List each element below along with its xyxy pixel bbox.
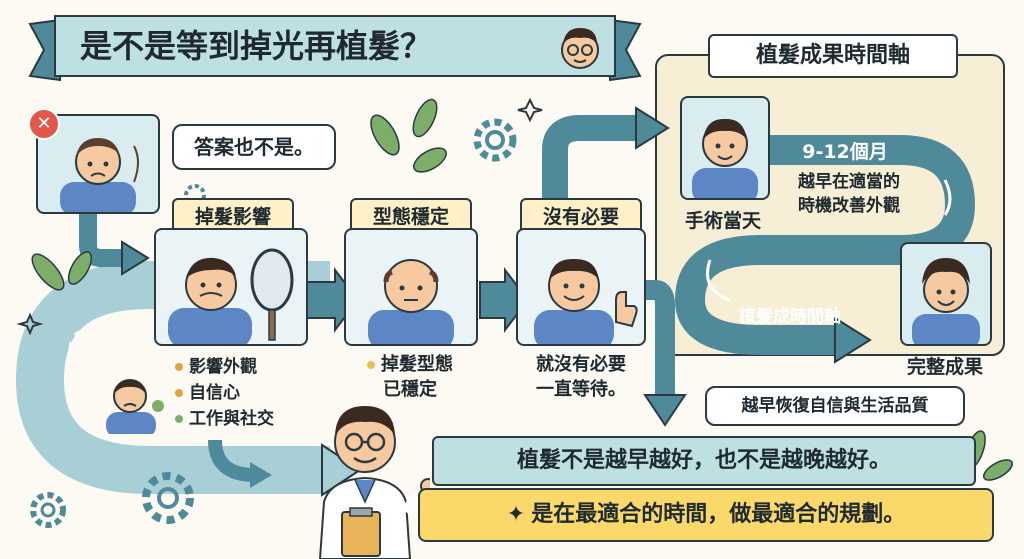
glasses-man-avatar xyxy=(561,28,599,69)
early-text-line-2: 時機改善外觀 xyxy=(798,196,900,216)
clipboard-icon xyxy=(341,511,381,557)
months-label: 9-12個月 xyxy=(802,141,888,163)
stage-3-text: 就沒有必要 一直等待。 xyxy=(516,352,646,402)
page-title: 是不是等到掉光再植髮？ xyxy=(80,27,433,65)
surgery-day-label: 手術當天 xyxy=(684,210,761,232)
leaf-icon xyxy=(31,98,1014,481)
gear-icon xyxy=(473,118,517,162)
title-ribbon xyxy=(54,15,616,77)
conclusion-banner-1: 植髮不是越早越好，也不是越晚越好。 xyxy=(432,436,976,486)
stage-3-line-2: 一直等待。 xyxy=(536,379,626,400)
surgery-day-portrait xyxy=(680,96,770,200)
confidence-bubble: 越早恢復自信與生活品質 xyxy=(705,386,965,426)
stage-2-illustration xyxy=(344,228,478,346)
gear-icon xyxy=(30,492,66,528)
stage-3-illustration xyxy=(516,228,646,346)
early-text-line-1: 越早在適當的 xyxy=(798,172,900,192)
stage-1-bullet-1: 影響外觀 xyxy=(175,352,257,377)
sad-man-avatar xyxy=(106,379,164,434)
stage-2-line-2: 已穩定 xyxy=(383,379,437,400)
gear-icon xyxy=(142,472,194,524)
doctor-illustration xyxy=(318,406,430,559)
rise-arrow xyxy=(542,115,640,250)
thumbs-up-icon xyxy=(615,291,638,328)
sparkle-icon: ✦ xyxy=(506,502,526,527)
mirror-icon xyxy=(250,248,294,341)
full-result-label: 完整成果 xyxy=(906,356,983,378)
stage-3-line-1: 就沒有必要 xyxy=(536,354,626,375)
stage-2-line-1: 掉髮型態 xyxy=(381,354,453,375)
timeline-axis-label: 植髮成時間軸 xyxy=(739,307,841,327)
intro-bubble: 答案也不是。 xyxy=(172,124,336,170)
conclusion-line-2: 是在最適合的時間，做最適合的規劃。 xyxy=(531,502,906,527)
stage-1-illustration xyxy=(154,228,308,346)
loop-arrow-track xyxy=(16,261,330,494)
conclusion-line-1: 植髮不是越早越好，也不是越晚越好。 xyxy=(516,448,891,473)
stage-1-bullet-3: 工作與社交 xyxy=(175,404,274,429)
stage-1-bullet-2: 自信心 xyxy=(175,378,240,403)
close-icon: ✕ xyxy=(28,108,60,140)
arrow-down xyxy=(643,394,687,427)
conclusion-banner-2: ✦是在最適合的時間，做最適合的規劃。 xyxy=(418,488,994,542)
stage-2-text: 掉髮型態 已穩定 xyxy=(350,352,470,402)
timeline-title: 植髮成果時間軸 xyxy=(708,34,958,78)
early-improve-text: 越早在適當的 時機改善外觀 xyxy=(774,170,924,218)
timeline-s-arrow xyxy=(675,135,975,355)
full-result-portrait xyxy=(900,242,992,346)
